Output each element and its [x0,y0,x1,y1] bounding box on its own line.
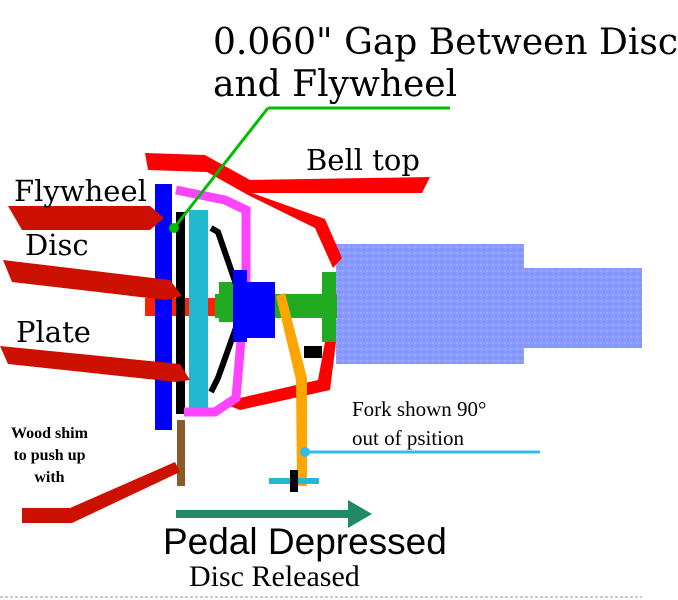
gap-pointer-line [172,107,270,229]
pedal-state-caption: Pedal Depressed [163,521,447,562]
gap-title-line2: and Flywheel [213,64,458,105]
direction-arrow-head [348,500,372,528]
plate-label: Plate [16,315,91,349]
disc-label: Disc [25,228,89,262]
diaphragm-spring-lower [208,320,241,394]
pressure-plate [189,210,208,408]
release-fork [276,293,307,486]
clutch-disc [176,212,185,414]
fork-pivot [304,346,322,358]
gap-title: 0.060" Gap Between Disc and Flywheel [213,22,678,106]
diaphragm-spring-upper [209,225,241,291]
shim-leader-arrow [22,462,180,523]
disc-leader-arrow [3,260,182,300]
gap-pointer-dot [169,223,179,233]
bell-top-label: Bell top [306,143,420,177]
throwout-bearing-face [233,270,247,342]
clutch-diagram [0,106,642,598]
throwout-bearing [247,282,275,338]
plate-leader-arrow [0,346,190,382]
wood-shim [177,420,185,486]
fork-note-line2: out of psition [352,426,465,450]
disc-state-caption: Disc Released [189,560,360,593]
diagram-canvas: 0.060" Gap Between Disc and Flywheel Bel… [0,22,678,598]
shaft-collar [322,272,336,342]
flywheel-leader-arrow [8,206,164,230]
bell-housing-top [145,153,430,268]
transmission-housing [336,244,524,364]
fork-note: Fork shown 90° out of psition [352,395,486,453]
transmission-tail [524,268,642,348]
wood-shim-note-line1: Wood shim [11,425,88,442]
gap-title-line1: 0.060" Gap Between Disc [213,22,678,63]
fork-pointer-dot [300,447,310,457]
fork-note-line1: Fork shown 90° [352,397,487,421]
fork-stop-block [290,470,298,492]
wood-shim-note-line3: with [34,469,65,486]
wood-shim-note: Wood shim to push up with [11,423,88,489]
flywheel-label: Flywheel [14,174,147,208]
wood-shim-note-line2: to push up [13,447,86,464]
bell-housing-bottom [230,342,336,410]
